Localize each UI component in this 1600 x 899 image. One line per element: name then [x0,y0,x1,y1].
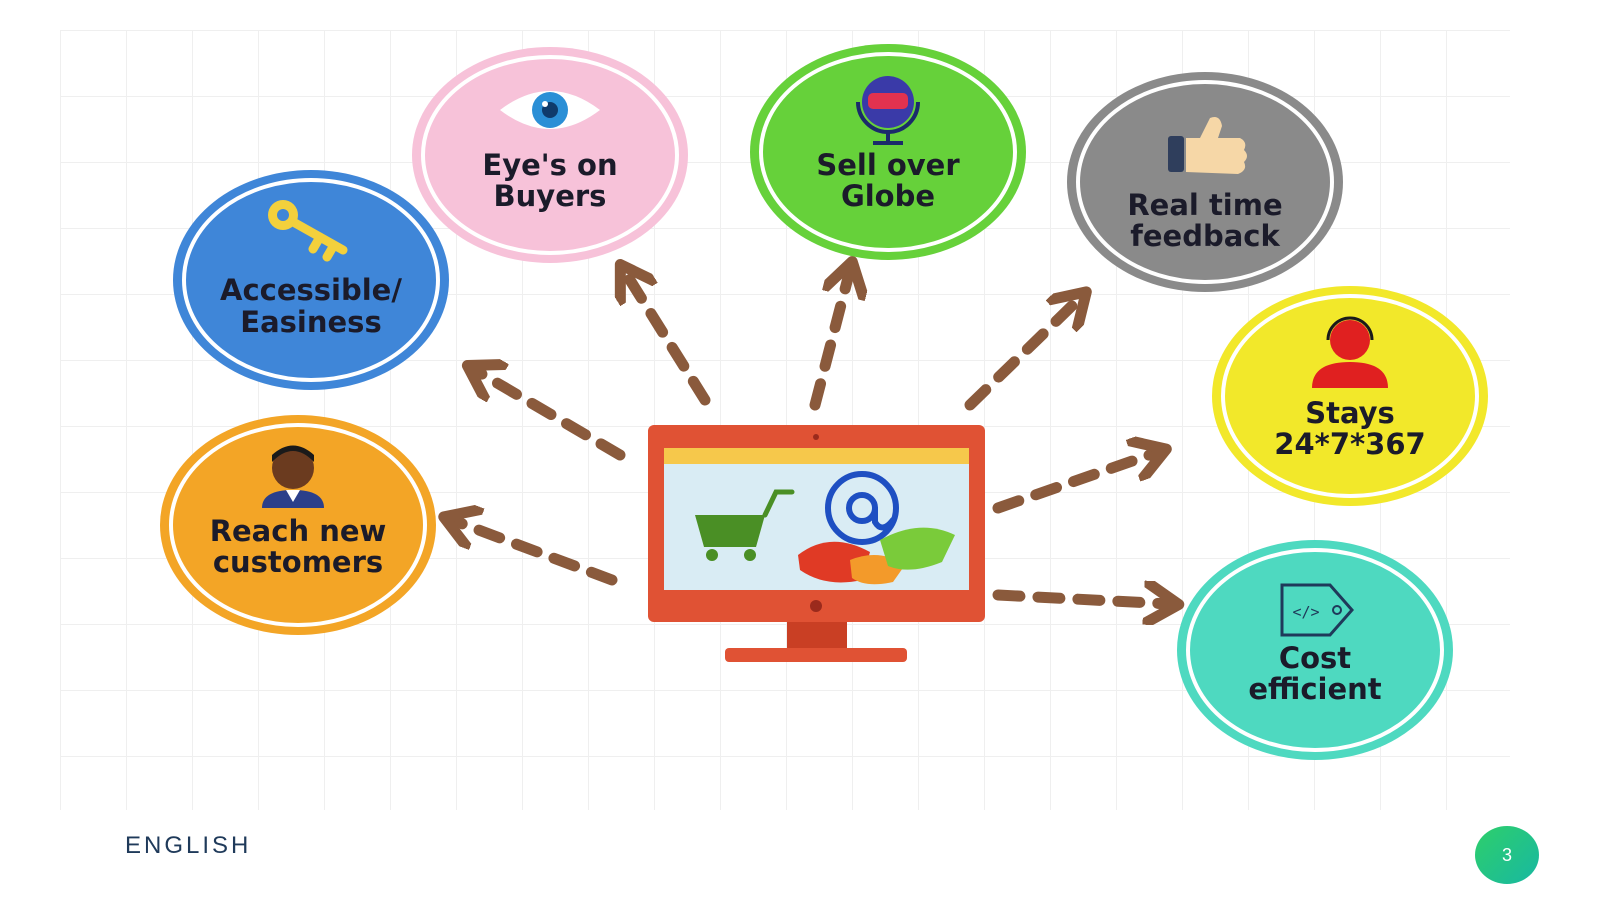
bubble-label: Globe [841,179,935,213]
bubble-label: Sell over [816,148,960,182]
arrow-to-reach [452,520,618,586]
monitor-neck [787,622,847,650]
bubble-label: Easiness [240,305,381,339]
hands-icon [798,527,955,585]
arrows [452,270,1170,604]
bubble-label: efficient [1248,672,1381,706]
eye-icon [500,91,600,129]
bubble-reach: Reach new customers [160,415,436,635]
support-agent-icon [1312,316,1388,388]
bubble-cost: </> Cost efficient [1177,540,1453,760]
bubble-label: customers [213,545,383,579]
arrow-to-cost [992,595,1170,604]
bubble-label: Real time [1127,188,1282,222]
bubble-label: Stays [1305,396,1395,430]
computer-shopping-icon [648,425,985,662]
monitor-screen-bar [664,448,969,464]
bubble-label: Eye's on [482,148,617,182]
arrow-to-feedback [964,298,1080,411]
key-icon [268,200,348,262]
bubble-label: 24*7*367 [1274,427,1425,461]
bubble-globe: Sell over Globe [750,44,1026,260]
code-tag-icon: </> [1280,583,1354,637]
svg-text:</>: </> [1292,603,1319,621]
bubble-stays: Stays 24*7*367 [1212,286,1488,506]
globe-icon [856,76,920,145]
bubble-label: Buyers [494,179,607,213]
arrow-to-stays [992,452,1158,514]
bubble-label: feedback [1130,219,1280,253]
bubble-label: Cost [1279,641,1351,675]
arrow-to-accessible [475,370,626,461]
bubble-feedback: Real time feedback [1067,72,1343,292]
monitor-base [725,648,907,662]
at-sign-icon [825,471,899,545]
bubble-label: Accessible/ [220,273,402,307]
thumbs-up-icon [1168,117,1247,174]
bubble-label: Reach new [210,514,387,548]
person-icon [262,445,324,508]
bubble-eyes: Eye's on Buyers [412,47,688,263]
language-label: ENGLISH [125,832,252,859]
page-number-badge: 3 [1475,826,1539,884]
arrow-to-eyes [625,272,711,406]
shopping-cart-icon [695,489,795,561]
arrow-to-globe [809,270,850,411]
bubble-accessible: Accessible/ Easiness [173,170,449,390]
